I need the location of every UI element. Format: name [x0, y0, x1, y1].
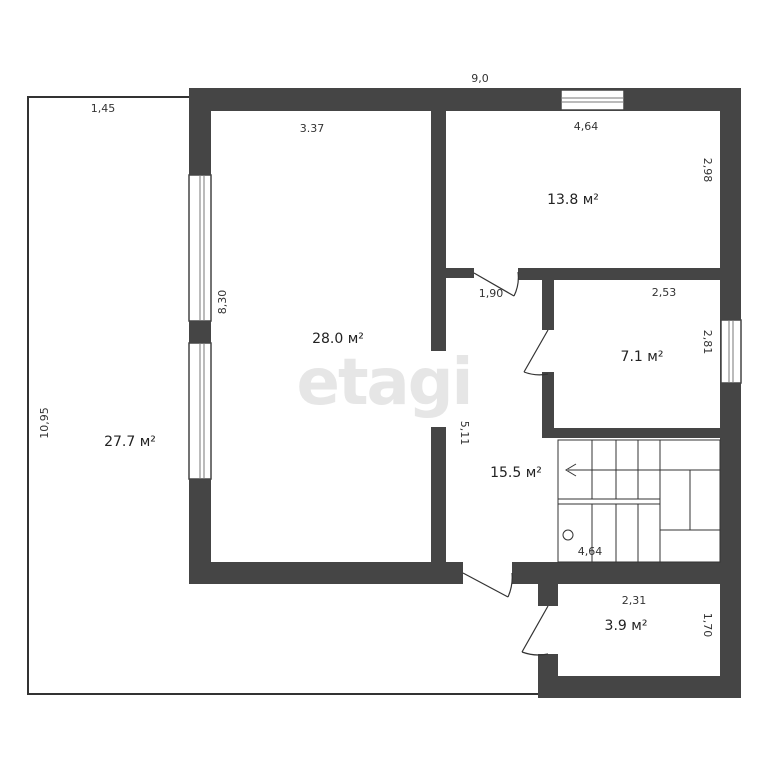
windows	[188, 89, 742, 480]
wall-top	[189, 88, 741, 111]
wall-small-room-bottom	[542, 428, 721, 438]
dim-top-right-top: 4,64	[574, 120, 599, 133]
area-labels: 27.7 м² 28.0 м² 13.8 м² 7.1 м² 15.5 м² 3…	[104, 192, 663, 634]
dim-stairs-width: 4,64	[578, 545, 603, 558]
dim-top-total: 9,0	[471, 72, 489, 85]
area-left-room: 27.7 м²	[104, 434, 156, 450]
wall-top-right-bottom-a	[446, 268, 474, 278]
wall-big-room-bottom	[189, 562, 463, 584]
dim-bath-height: 1,70	[701, 613, 714, 638]
wall-right	[720, 88, 741, 698]
wall-inner-lower	[431, 427, 446, 584]
watermark-logo: etagi	[297, 346, 472, 420]
wall-bath-top	[512, 562, 721, 584]
dim-left-room-top: 1,45	[91, 102, 116, 115]
door-big-room-hall	[462, 572, 513, 598]
dim-corridor-door: 1,90	[479, 287, 504, 300]
door-small-room	[523, 329, 549, 376]
wall-inner-upper	[431, 111, 446, 351]
left-room-outline	[27, 96, 540, 695]
stairs	[557, 439, 721, 563]
wall-big-room-left	[189, 88, 211, 584]
wall-top-right-bottom-b	[518, 268, 721, 280]
wall-bath-left-a	[538, 584, 558, 606]
wall-small-room-left-b	[542, 372, 554, 438]
area-big-room: 28.0 м²	[312, 331, 364, 347]
dim-left-room-height: 10,95	[38, 407, 51, 439]
area-hall: 15.5 м²	[490, 465, 542, 481]
door-top-right-room	[473, 271, 519, 297]
doors	[462, 271, 549, 656]
dim-top-right-height: 2,98	[701, 158, 714, 183]
window-big-room-upper	[188, 174, 212, 322]
area-top-right-room: 13.8 м²	[547, 192, 599, 208]
window-top-right	[560, 89, 625, 111]
window-small-room	[720, 319, 742, 384]
dim-bath-top: 2,31	[622, 594, 647, 607]
dim-hall-height: 5,11	[458, 421, 471, 446]
window-big-room-lower	[188, 342, 212, 480]
dim-small-room-top: 2,53	[652, 286, 677, 299]
dim-small-room-height: 2,81	[701, 330, 714, 355]
dim-big-room-height: 8,30	[216, 290, 229, 315]
wall-small-room-left-a	[542, 278, 554, 330]
dim-big-room-top: 3.37	[300, 122, 325, 135]
area-bath: 3.9 м²	[605, 618, 648, 634]
door-bath	[521, 605, 549, 656]
area-small-room: 7.1 м²	[621, 349, 664, 365]
dimension-labels: 9,0 1,45 10,95 3.37 8,30 4,64 2,98 1,90 …	[38, 72, 714, 637]
wall-bath-bottom	[538, 676, 741, 698]
